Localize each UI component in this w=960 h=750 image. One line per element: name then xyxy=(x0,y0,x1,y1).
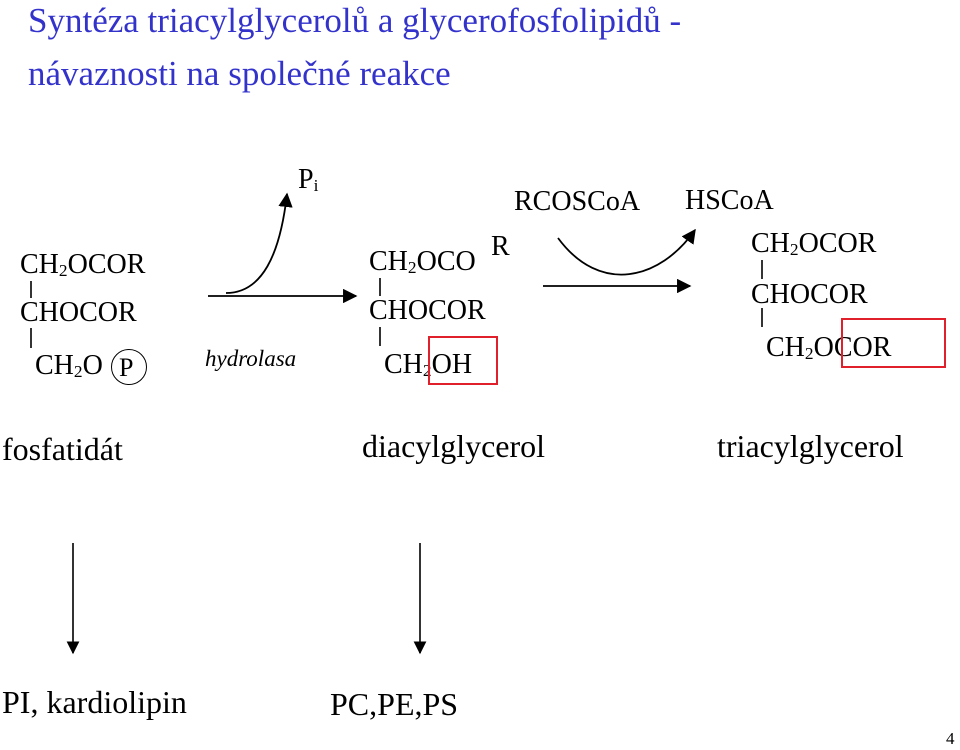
diacylglycerol-r-label: R xyxy=(491,231,510,262)
triacylglycerol-row-3: CH2OCOR xyxy=(766,332,892,364)
fosfatidat-row-1: CH2OCOR xyxy=(20,249,146,281)
diacylglycerol-row-1: CH2OCO xyxy=(369,246,476,278)
page-number: 4 xyxy=(946,729,955,748)
triacylglycerol-name: triacylglycerol xyxy=(717,428,904,464)
diacylglycerol-row-3: CH2OH xyxy=(384,349,473,381)
page-title-line-1: Syntéza triacylglycerolů a glycerofosfol… xyxy=(28,1,682,40)
fosfatidat-row-2: CHOCOR xyxy=(20,297,137,328)
page-title-line-2: návaznosti na společné reakce xyxy=(28,54,451,93)
coa-label: HSCoA xyxy=(685,185,774,216)
triacylglycerol-row-1: CH2OCOR xyxy=(751,228,877,260)
pi-label: Pi xyxy=(298,164,319,196)
enzyme-label: hydrolasa xyxy=(205,346,297,371)
downstream-fosfatidat-products: PI, kardiolipin xyxy=(2,684,187,720)
acyl-coa-label: RCOSCoA xyxy=(514,186,641,217)
phosphate-circle xyxy=(111,349,147,385)
pi-release-arrow xyxy=(225,192,293,294)
fosfatidat-row-3: CH2O xyxy=(35,350,103,382)
acyl-transfer-arrow xyxy=(557,228,696,276)
diacylglycerol-row-2: CHOCOR xyxy=(369,295,486,326)
hydroxyl-highlight-box xyxy=(428,336,498,385)
downstream-diacylglycerol-products: PC,PE,PS xyxy=(330,686,459,722)
fosfatidat-name: fosfatidát xyxy=(2,431,123,467)
triacylglycerol-row-2: CHOCOR xyxy=(751,279,868,310)
acyl-highlight-box xyxy=(841,318,946,368)
phosphate-label: P xyxy=(119,353,134,382)
diacylglycerol-name: diacylglycerol xyxy=(362,428,546,464)
